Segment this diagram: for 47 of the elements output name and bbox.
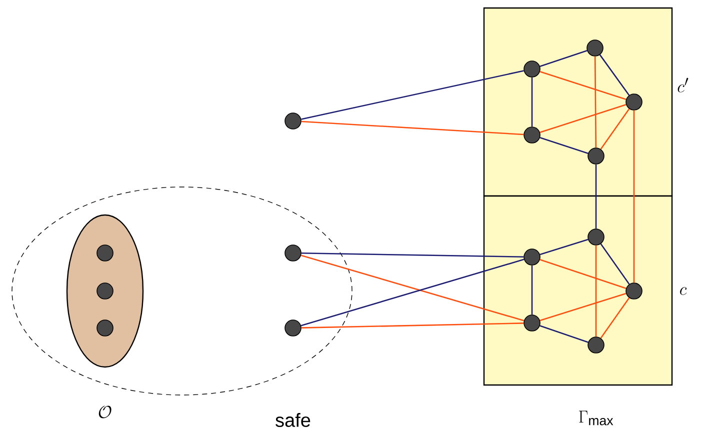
math-label: $\mathcal{O}$ xyxy=(98,406,112,418)
vertex-dot xyxy=(588,228,604,246)
edge-line xyxy=(594,56,597,148)
edge-line xyxy=(540,70,626,100)
edge-line xyxy=(600,244,630,284)
vertex-dot xyxy=(96,282,114,300)
ellipse xyxy=(12,186,352,396)
vertex-dot xyxy=(524,60,540,78)
vertex-dot xyxy=(284,244,302,262)
edge-line xyxy=(595,164,597,229)
edge-line xyxy=(540,238,588,256)
vertex-dot xyxy=(96,244,114,262)
edge-line xyxy=(540,104,626,134)
edge-line xyxy=(531,265,533,315)
edge-line xyxy=(540,259,626,289)
edge-line xyxy=(301,70,524,120)
edge-line xyxy=(595,245,597,337)
edge-line xyxy=(600,108,630,150)
panel-box xyxy=(483,7,673,197)
ellipse xyxy=(66,214,144,368)
edge-line xyxy=(599,54,630,96)
edge-line xyxy=(540,325,588,343)
edge-line xyxy=(600,298,630,338)
math-label: $c$ xyxy=(680,287,687,295)
vertex-dot xyxy=(524,126,540,144)
vertex-dot xyxy=(626,94,642,110)
vertex-dot xyxy=(524,248,540,266)
vertex-dot xyxy=(96,320,114,336)
vertex-dot xyxy=(588,336,604,354)
edge-line xyxy=(540,137,588,154)
vertex-dot xyxy=(586,40,604,56)
edge-line xyxy=(301,322,524,328)
edge-line xyxy=(301,120,524,136)
vertex-dot xyxy=(284,112,302,130)
edge-line xyxy=(540,292,626,322)
vertex-dot xyxy=(588,148,604,164)
caption-label: safe xyxy=(276,413,310,427)
edge-line xyxy=(301,252,524,258)
vertex-dot xyxy=(284,320,302,336)
vertex-dot xyxy=(626,282,642,300)
vertex-dot xyxy=(524,314,540,332)
panel-box xyxy=(483,195,673,386)
math-label: $c'$ xyxy=(678,78,688,92)
edge-line xyxy=(633,110,635,283)
edge-line xyxy=(531,77,533,127)
math-label: $\Gamma_{\mathrm{max}}$ xyxy=(579,410,614,426)
edge-line xyxy=(540,50,588,67)
